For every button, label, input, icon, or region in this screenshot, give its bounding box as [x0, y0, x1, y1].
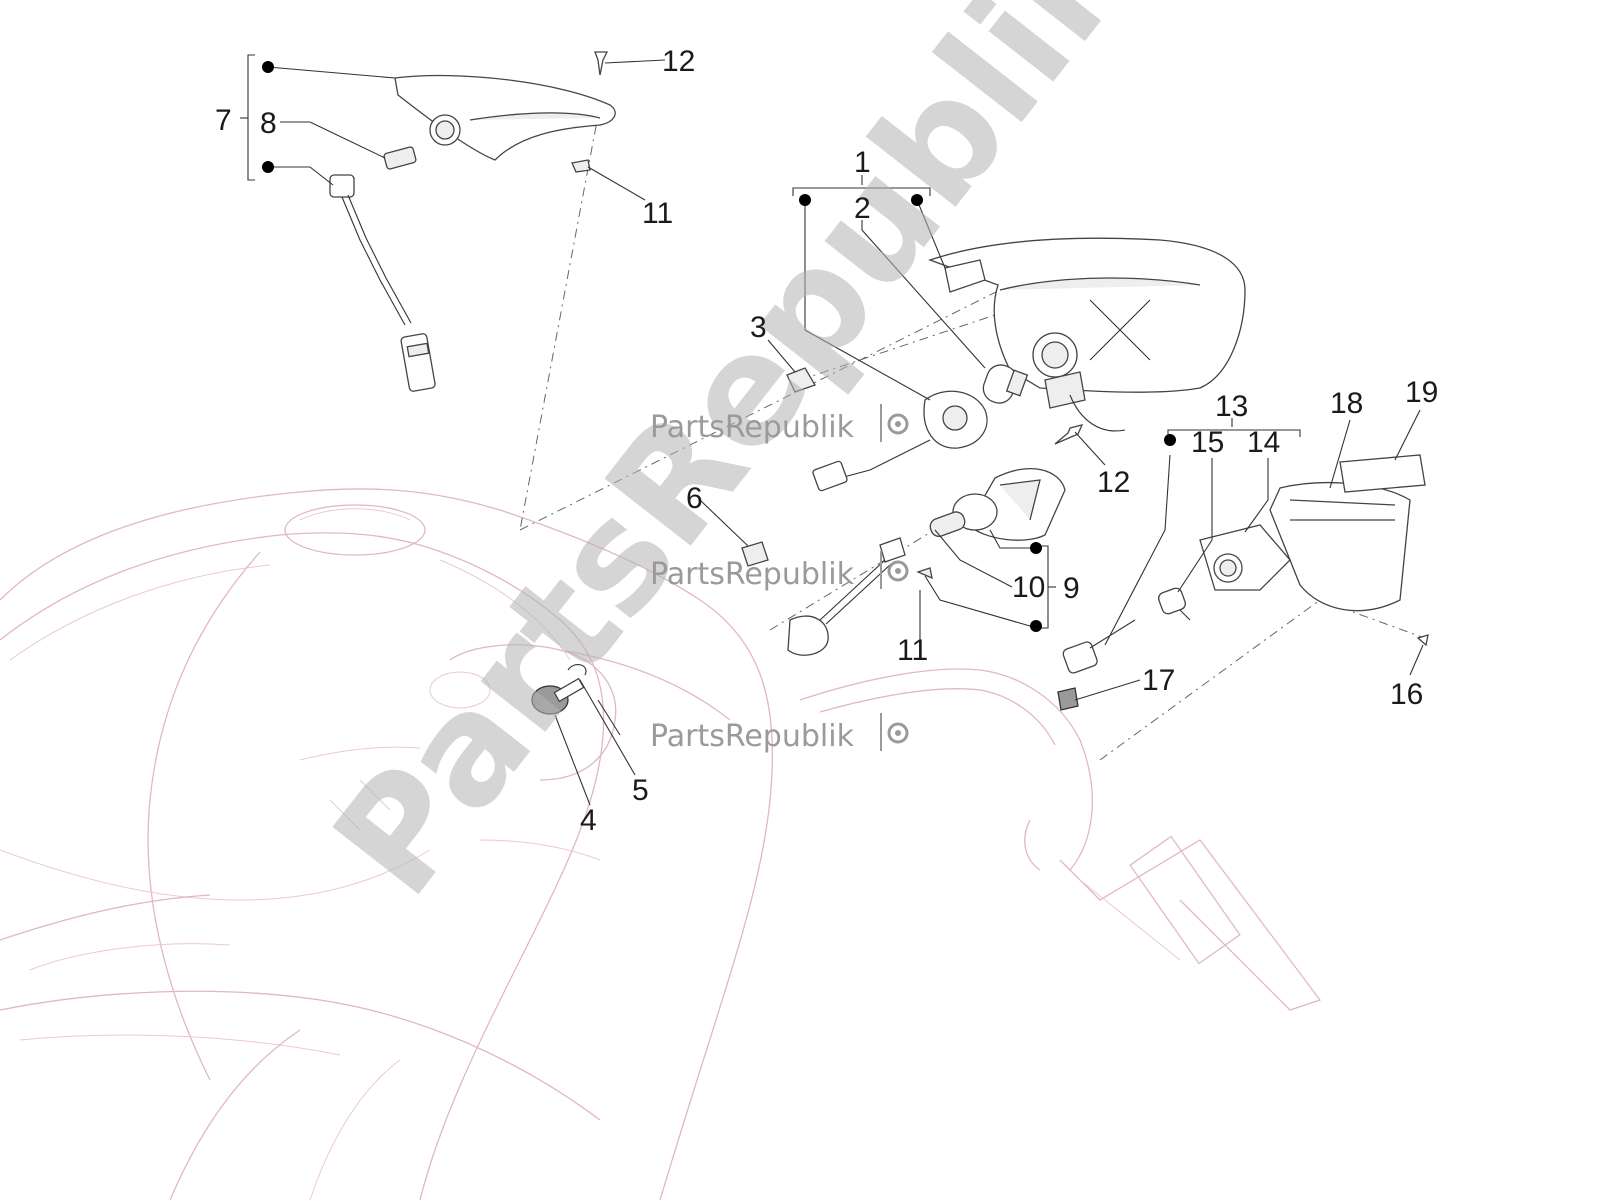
label-4: 4	[580, 804, 597, 837]
label-10: 10	[1012, 571, 1045, 604]
label-1: 1	[854, 146, 871, 179]
label-19: 19	[1405, 376, 1438, 409]
label-3: 3	[750, 311, 767, 344]
bulb-socket-1	[812, 390, 988, 492]
label-9: 9	[1063, 572, 1080, 605]
gear-icon	[880, 404, 909, 442]
scooter-body-outline	[0, 488, 1322, 1200]
watermark-brand-3: PartsRepublik	[650, 719, 855, 754]
clip-3	[786, 367, 816, 393]
label-2: 2	[854, 192, 871, 225]
label-12-mid: 12	[1097, 466, 1130, 499]
label-14: 14	[1247, 426, 1280, 459]
gear-icon	[880, 713, 909, 751]
label-6: 6	[686, 482, 703, 515]
label-15: 15	[1191, 426, 1224, 459]
tail-light-assembly	[928, 237, 1246, 432]
connector-6	[741, 541, 769, 567]
watermark-group: PartsRepublik PartsRepublik PartsRepubli…	[301, 0, 1169, 927]
part-labels: 1 2 3 4 5 6 7 8 9 10 11 11 12 12 13 14 1…	[215, 45, 1438, 837]
screw-right	[1054, 424, 1084, 445]
label-8: 8	[260, 107, 277, 140]
label-11-mid: 11	[897, 634, 928, 667]
watermark-brand-1: PartsRepublik	[650, 410, 855, 445]
label-17: 17	[1142, 664, 1175, 697]
label-18: 18	[1330, 387, 1363, 420]
clip-top	[571, 159, 591, 173]
watermark-brand-2: PartsRepublik	[650, 557, 855, 592]
latch-assembly	[531, 664, 621, 736]
bullets	[262, 61, 1176, 632]
label-16: 16	[1390, 678, 1423, 711]
bulb-2	[982, 364, 1029, 404]
plate-light-assembly	[1057, 454, 1429, 711]
indicator-assembly	[787, 468, 1066, 656]
screw-top	[594, 51, 609, 76]
label-7: 7	[215, 104, 232, 137]
side-reflector-assembly	[329, 74, 616, 392]
label-11-top: 11	[642, 197, 673, 230]
leader-lines	[240, 54, 1424, 806]
watermark-big: PartsRepublik	[301, 0, 1169, 927]
label-5: 5	[632, 774, 649, 807]
label-12-top: 12	[662, 45, 695, 78]
label-13: 13	[1215, 390, 1248, 423]
gear-icon	[880, 551, 909, 589]
